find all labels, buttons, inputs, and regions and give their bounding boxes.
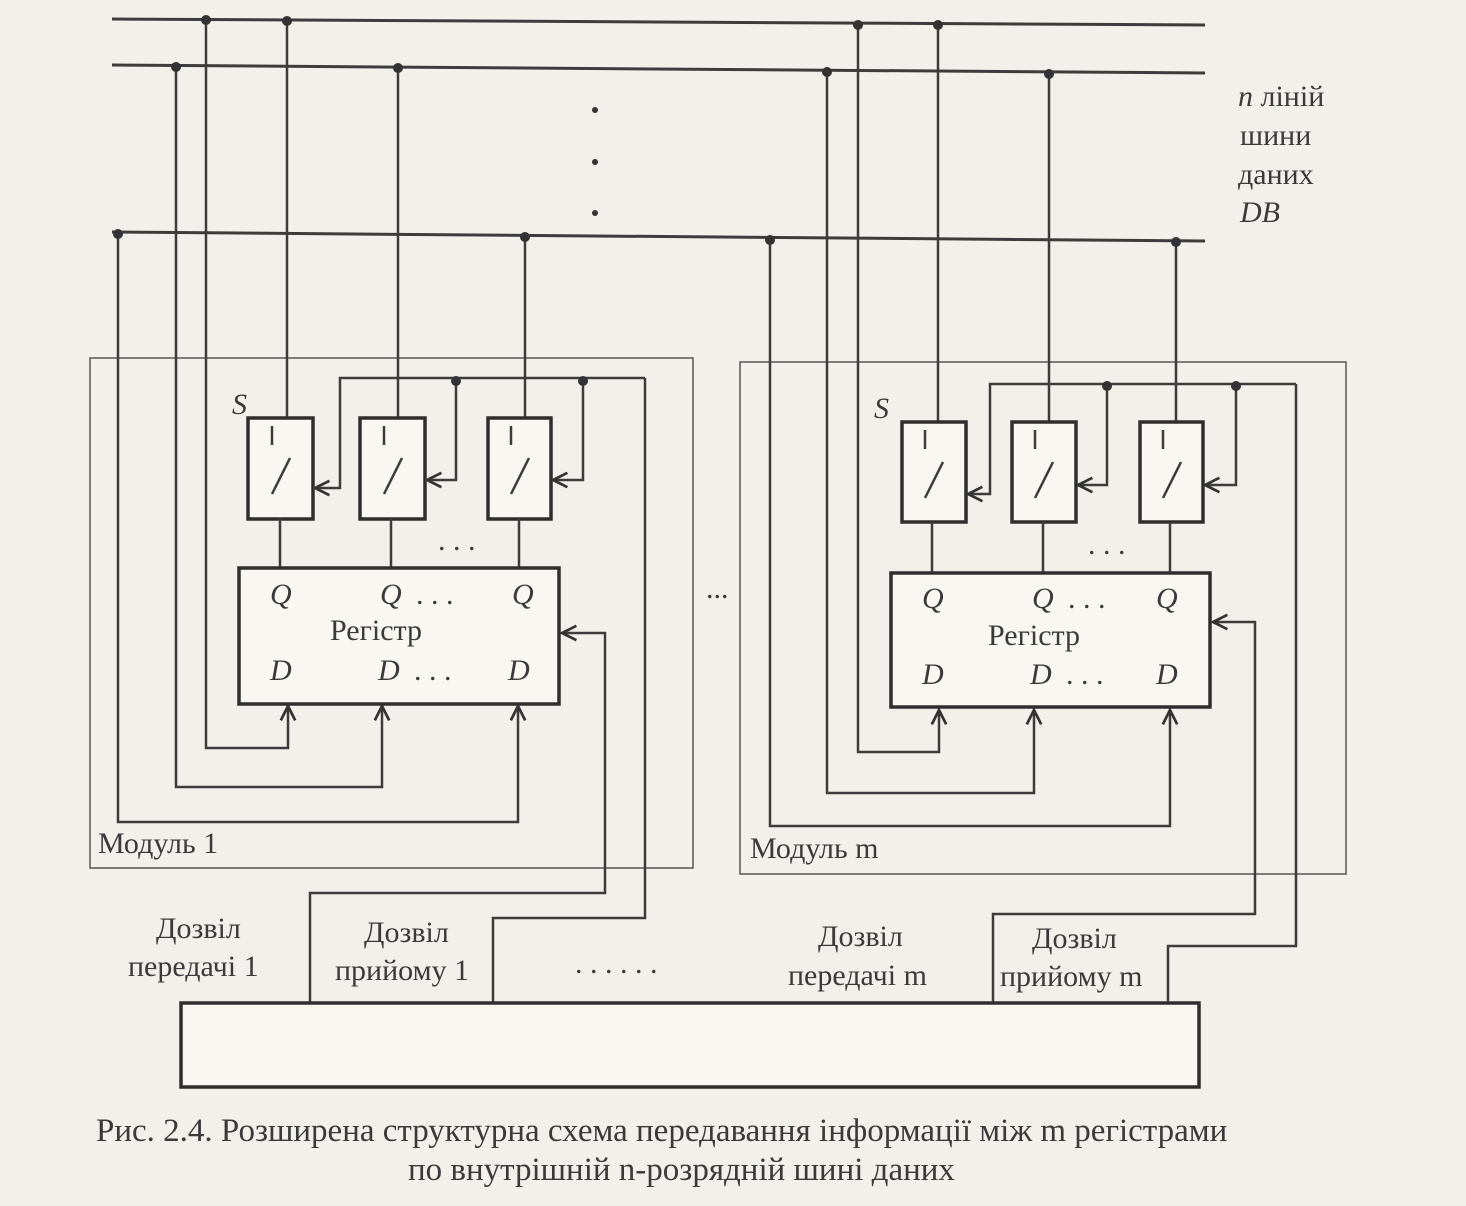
module-1-label: Модуль 1 <box>98 827 218 860</box>
module-1-output-wires <box>282 16 530 418</box>
data-bus <box>111 17 1206 243</box>
module-m-receive-wire <box>991 622 1257 1010</box>
svg-text:n ліній: n ліній <box>1238 80 1324 113</box>
q-pin-label: Q <box>1032 582 1054 615</box>
d-pin-label: D <box>269 654 292 687</box>
switch-icon <box>1138 420 1205 524</box>
module-1-input-wires <box>113 15 518 824</box>
switch-icon <box>900 420 968 524</box>
transmit-1-label-line-2: передачі 1 <box>128 950 259 983</box>
signal-labels: Дозвіл передачі 1 Дозвіл прийому 1 . . .… <box>128 912 1142 993</box>
receive-m-label-line-1: Дозвіл <box>1032 922 1117 955</box>
module-m-register-label: Регістр <box>988 619 1080 652</box>
q-pin-ellipsis: . . . <box>416 578 454 611</box>
d-pin-label: D <box>377 654 400 687</box>
control-unit-block <box>179 1001 1201 1089</box>
bus-continuation-dots <box>592 107 598 216</box>
bus-label: n ліній шини даних DB <box>1238 80 1324 229</box>
module-1-register-label: Регістр <box>330 614 422 647</box>
signals-ellipsis: . . . . . . <box>575 947 658 980</box>
module-m-label: Модуль m <box>750 832 879 865</box>
q-pin-label: Q <box>380 578 402 611</box>
switch-icon <box>486 416 553 521</box>
receive-m-label-line-2: прийому m <box>1000 960 1142 993</box>
d-pin-label: D <box>507 654 530 687</box>
module-m-frame <box>739 361 1347 875</box>
module-1-frame <box>89 357 694 869</box>
modules-ellipsis: ... <box>706 572 729 605</box>
bus-label-line-3: даних <box>1238 158 1314 191</box>
module-1-switches: S . . . <box>232 388 553 557</box>
bus-label-line-2: шини <box>1240 119 1311 152</box>
q-pin-ellipsis: . . . <box>1068 582 1106 615</box>
module-m-output-wires <box>933 20 1181 422</box>
caption-line-2: по внутрішній n-розрядній шині даних <box>408 1152 955 1188</box>
bus-label-line-4: DB <box>1239 196 1280 229</box>
q-pin-label: Q <box>512 578 534 611</box>
d-pin-label: D <box>1155 658 1178 691</box>
module-m-switch-label: S <box>874 392 889 425</box>
transmit-m-label-line-2: передачі m <box>788 959 927 992</box>
q-pin-label: Q <box>922 582 944 615</box>
module-1-q-wires <box>278 519 521 568</box>
caption-line-1: Рис. 2.4. Розширена структурна схема пер… <box>96 1113 1227 1149</box>
bus-line-1 <box>111 17 1206 27</box>
module-m-input-wires <box>765 20 1170 828</box>
module-1: S . . . <box>89 15 694 1008</box>
bus-label-line-1: ліній <box>1253 80 1324 113</box>
module-1-receive-wire <box>308 633 607 1008</box>
d-pin-ellipsis: . . . <box>1066 658 1104 691</box>
module-1-enable-wiring <box>315 376 647 1008</box>
q-pin-label: Q <box>1156 582 1178 615</box>
receive-1-label-line-1: Дозвіл <box>364 916 449 949</box>
q-pin-label: Q <box>270 578 292 611</box>
module-m-register: Q Q . . . Q Регістр D D . . . D <box>889 571 1212 709</box>
switch-icon <box>1010 420 1078 524</box>
receive-1-label-line-2: прийому 1 <box>335 954 469 987</box>
module-1-switch-label: S <box>232 388 247 421</box>
transmit-1-label-line-1: Дозвіл <box>156 912 241 945</box>
module-m-switch-ellipsis: . . . <box>1088 528 1126 561</box>
transmit-m-label-line-1: Дозвіл <box>818 920 903 953</box>
figure-caption: Рис. 2.4. Розширена структурна схема пер… <box>96 1113 1227 1188</box>
module-m-enable-wiring <box>968 381 1298 1010</box>
d-pin-ellipsis: . . . <box>414 654 452 687</box>
bus-line-2 <box>111 63 1206 75</box>
bus-line-n <box>111 230 1206 243</box>
switch-icon <box>358 416 427 521</box>
module-1-switch-ellipsis: . . . <box>438 524 476 557</box>
d-pin-label: D <box>1029 658 1052 691</box>
module-m-q-wires <box>930 522 1172 573</box>
d-pin-label: D <box>921 658 944 691</box>
module-m: S . . . <box>739 20 1347 1010</box>
module-1-register: Q Q . . . Q Регістр D D . . . D <box>237 566 561 706</box>
module-m-switches: S . . . <box>874 392 1205 561</box>
switch-icon <box>246 416 315 521</box>
